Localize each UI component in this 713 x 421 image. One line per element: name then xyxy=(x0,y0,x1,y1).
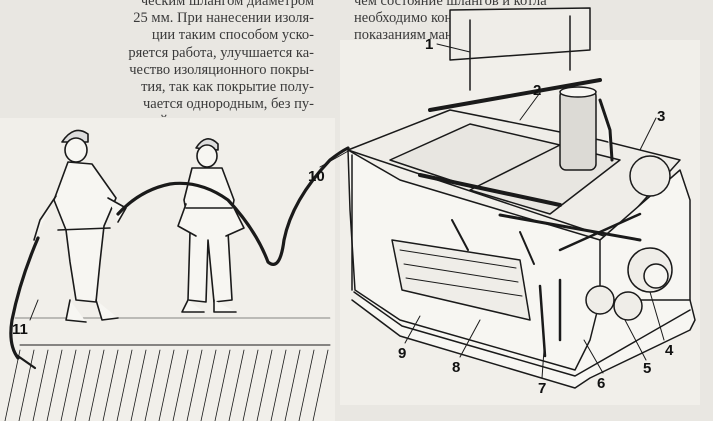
right-text-line: чем состояние шлангов и котла xyxy=(354,0,547,9)
callout-7: 7 xyxy=(538,380,547,397)
left-text-line: ческим шлангом диаметром xyxy=(140,0,314,9)
callout-9: 9 xyxy=(398,345,407,362)
left-text-line: 25 мм. При нанесении изоля- xyxy=(133,10,314,27)
callout-4: 4 xyxy=(665,342,674,359)
ground-hatching xyxy=(4,317,331,421)
left-text-line: чается однородным, без пу- xyxy=(142,96,314,113)
callout-5: 5 xyxy=(643,360,652,377)
left-text-line: чество изоляционного покры- xyxy=(129,61,314,78)
callout-8: 8 xyxy=(452,359,461,376)
callout-11: 11 xyxy=(12,321,28,338)
machine xyxy=(347,7,696,389)
callout-6: 6 xyxy=(597,375,606,392)
left-figure-bg xyxy=(0,118,335,421)
callout-10: 10 xyxy=(308,168,325,185)
leader-lines xyxy=(29,43,665,379)
callout-2: 2 xyxy=(533,82,542,99)
left-text-line: тия, так как покрытие полу- xyxy=(141,78,314,95)
worker-2 xyxy=(177,138,245,313)
callout-3: 3 xyxy=(657,108,666,125)
hose xyxy=(9,146,350,360)
callout-1: 1 xyxy=(425,36,434,53)
nozzle xyxy=(13,352,37,370)
worker-1 xyxy=(33,129,127,323)
left-text-line: ции таким способом уско- xyxy=(151,27,314,44)
left-text-line: ряется работа, улучшается ка- xyxy=(128,44,314,61)
